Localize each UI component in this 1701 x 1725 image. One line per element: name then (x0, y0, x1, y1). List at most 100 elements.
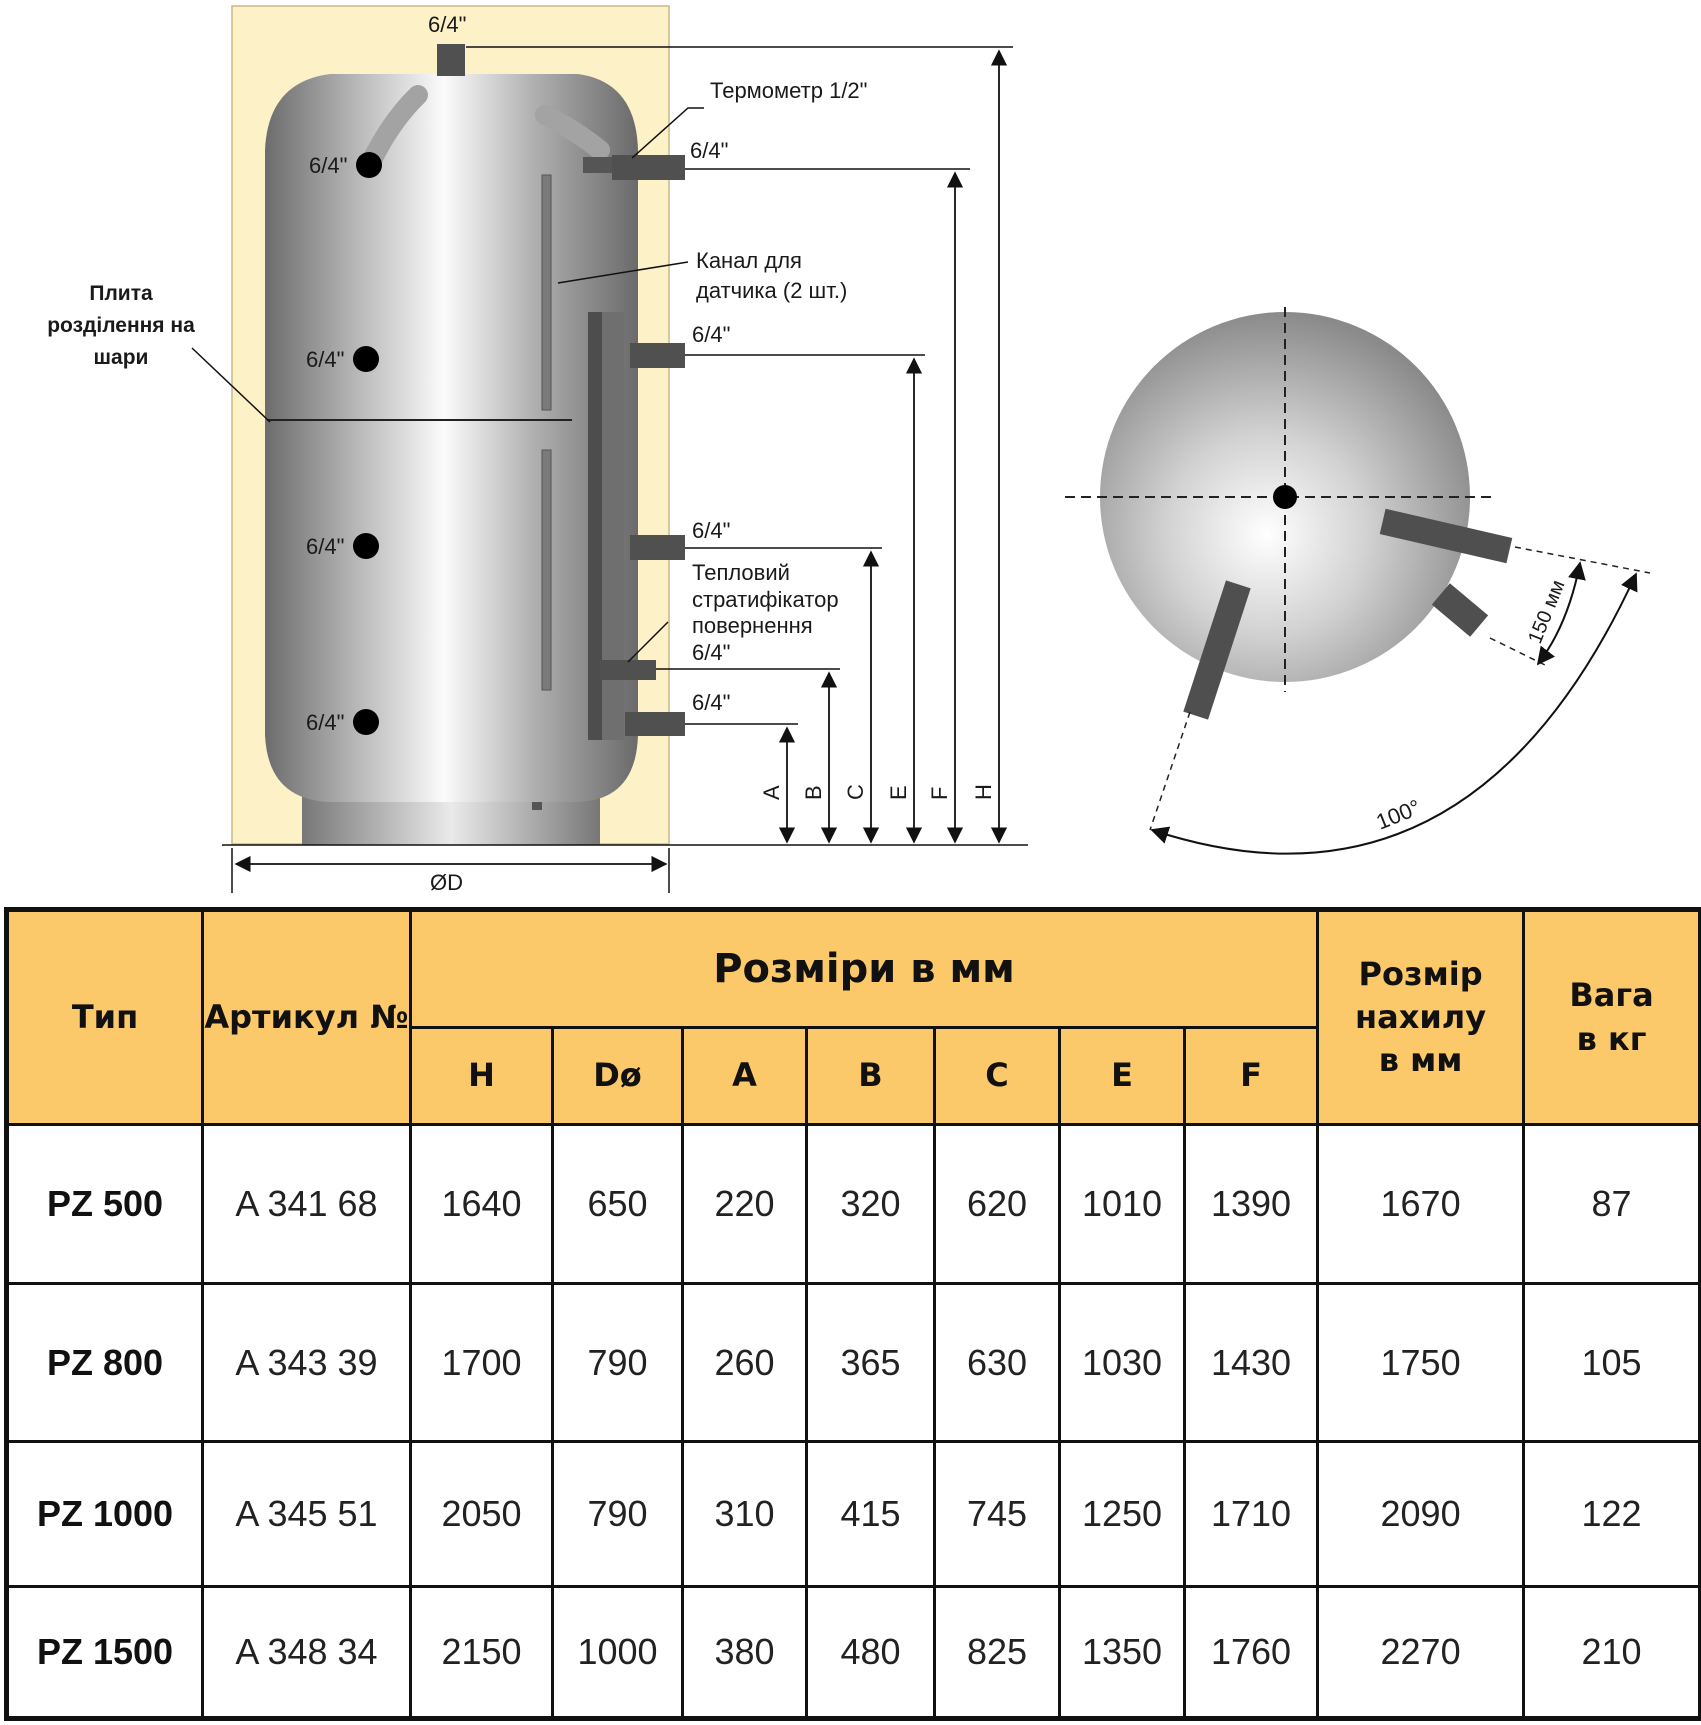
cell-b: 480 (805, 1585, 936, 1720)
cell-d: 650 (551, 1123, 684, 1286)
cell-article: A 341 68 (201, 1123, 412, 1286)
cell-weight: 122 (1522, 1440, 1701, 1589)
subheader-c: C (933, 1025, 1061, 1127)
cell-a: 380 (681, 1585, 808, 1720)
cell-h: 1640 (409, 1123, 554, 1286)
left-port-label-3: 6/4" (306, 534, 344, 559)
left-port-3-dot (353, 533, 379, 559)
cell-b: 320 (805, 1123, 936, 1286)
cell-type: PZ 1000 (5, 1440, 204, 1589)
header-tilt: Розмір нахилу в мм (1316, 907, 1526, 1127)
stratifier-label-line3: повернення (692, 613, 813, 638)
cell-tilt: 1750 (1316, 1282, 1526, 1444)
cell-f: 1710 (1182, 1440, 1320, 1589)
dim-label-h: H (971, 784, 996, 800)
right-port-4-pipe (600, 660, 656, 680)
header-tilt-line2: нахилу (1355, 998, 1487, 1037)
cell-b: 415 (805, 1440, 936, 1589)
cell-e: 1010 (1058, 1123, 1186, 1286)
subheader-d: Dø (551, 1025, 684, 1127)
cell-d: 790 (551, 1282, 684, 1444)
left-port-label-1: 6/4" (309, 153, 347, 178)
cell-article: A 343 39 (201, 1282, 412, 1444)
cell-weight: 210 (1522, 1585, 1701, 1720)
dim-label-b: B (801, 785, 826, 800)
tank-base (302, 795, 600, 845)
right-port-5-pipe (625, 712, 685, 736)
left-port-1-dot (356, 152, 382, 178)
table-row: PZ 1000 A 345 51 2050 790 310 415 745 12… (5, 1440, 1701, 1589)
cell-e: 1030 (1058, 1282, 1186, 1444)
dim-label-f: F (927, 787, 952, 800)
subheader-h: H (409, 1025, 554, 1127)
cell-article: A 348 34 (201, 1585, 412, 1720)
header-tilt-line1: Розмір (1358, 954, 1483, 993)
plate-label-line1: Плита (89, 282, 153, 305)
subheader-f: F (1182, 1025, 1320, 1127)
cell-a: 310 (681, 1440, 808, 1589)
subheader-a: A (681, 1025, 808, 1127)
cell-type: PZ 500 (5, 1123, 204, 1286)
right-port-label-1: 6/4" (690, 138, 728, 163)
cell-h: 2150 (409, 1585, 554, 1720)
cell-d: 1000 (551, 1585, 684, 1720)
header-weight-line1: Вага (1569, 976, 1654, 1015)
right-port-label-3: 6/4" (692, 518, 730, 543)
header-type: Тип (5, 907, 204, 1127)
table-row: PZ 800 A 343 39 1700 790 260 365 630 103… (5, 1282, 1701, 1444)
sensor-channel-label-line2: датчика (2 шт.) (696, 278, 847, 303)
cell-h: 2050 (409, 1440, 554, 1589)
plate-label-line3: шари (94, 346, 149, 369)
header-weight: Вага в кг (1522, 907, 1701, 1127)
header-dimensions: Розміри в мм (408, 908, 1320, 1029)
tank-diagram: 6/4" Термометр 1/2" 6/4" Канал для датчи… (47, 5, 1651, 895)
plate-label-line2: розділення на (47, 314, 195, 337)
angle-arrow (1150, 572, 1638, 855)
subheader-e: E (1058, 1025, 1186, 1127)
cell-d: 790 (551, 1440, 684, 1589)
thermometer-label: Термометр 1/2" (710, 78, 867, 103)
top-port-label: 6/4" (428, 12, 466, 37)
sensor-channel-lower (541, 449, 552, 691)
stratifier-label-line4: 6/4" (692, 640, 730, 665)
sensor-channel-label-line1: Канал для (696, 248, 802, 273)
left-port-4-dot (353, 709, 379, 735)
diameter-label: ØD (430, 870, 463, 895)
dim-label-a: A (759, 785, 784, 800)
cell-type: PZ 800 (5, 1282, 204, 1444)
cell-weight: 105 (1522, 1282, 1701, 1444)
right-port-2-pipe (630, 343, 685, 368)
cell-c: 825 (933, 1585, 1061, 1720)
cell-c: 630 (933, 1282, 1061, 1444)
cell-weight: 87 (1522, 1123, 1701, 1286)
stratifier-label-line1: Тепловий (692, 560, 790, 585)
cell-c: 745 (933, 1440, 1061, 1589)
cell-article: A 345 51 (201, 1440, 412, 1589)
cell-b: 365 (805, 1282, 936, 1444)
left-port-label-2: 6/4" (306, 347, 344, 372)
dim-label-c: C (843, 784, 868, 800)
header-tilt-line3: в мм (1378, 1041, 1463, 1080)
sensor-channel-upper (541, 174, 552, 411)
header-article: Артикул № (201, 907, 412, 1127)
stratifier-tube (588, 312, 602, 740)
distance-label: 150 мм (1524, 577, 1569, 647)
tank-top-center-dot (1273, 485, 1297, 509)
stratifier-label-line2: стратифікатор (692, 587, 839, 612)
cell-tilt: 2090 (1316, 1440, 1526, 1589)
right-port-label-2: 6/4" (692, 322, 730, 347)
tank-side-view: 6/4" Термометр 1/2" 6/4" Канал для датчи… (47, 5, 1028, 895)
table-row: PZ 1500 A 348 34 2150 1000 380 480 825 1… (5, 1585, 1701, 1720)
subheader-b: B (805, 1025, 936, 1127)
header-weight-line2: в кг (1576, 1019, 1647, 1058)
cell-f: 1760 (1182, 1585, 1320, 1720)
cell-e: 1250 (1058, 1440, 1186, 1589)
top-nozzle-1 (1379, 508, 1513, 564)
cell-h: 1700 (409, 1282, 554, 1444)
cell-e: 1350 (1058, 1585, 1186, 1720)
cell-tilt: 1670 (1316, 1123, 1526, 1286)
cell-f: 1430 (1182, 1282, 1320, 1444)
dim-label-e: E (886, 785, 911, 800)
right-port-3-pipe (630, 535, 685, 560)
table-row: PZ 500 A 341 68 1640 650 220 320 620 101… (5, 1123, 1701, 1286)
